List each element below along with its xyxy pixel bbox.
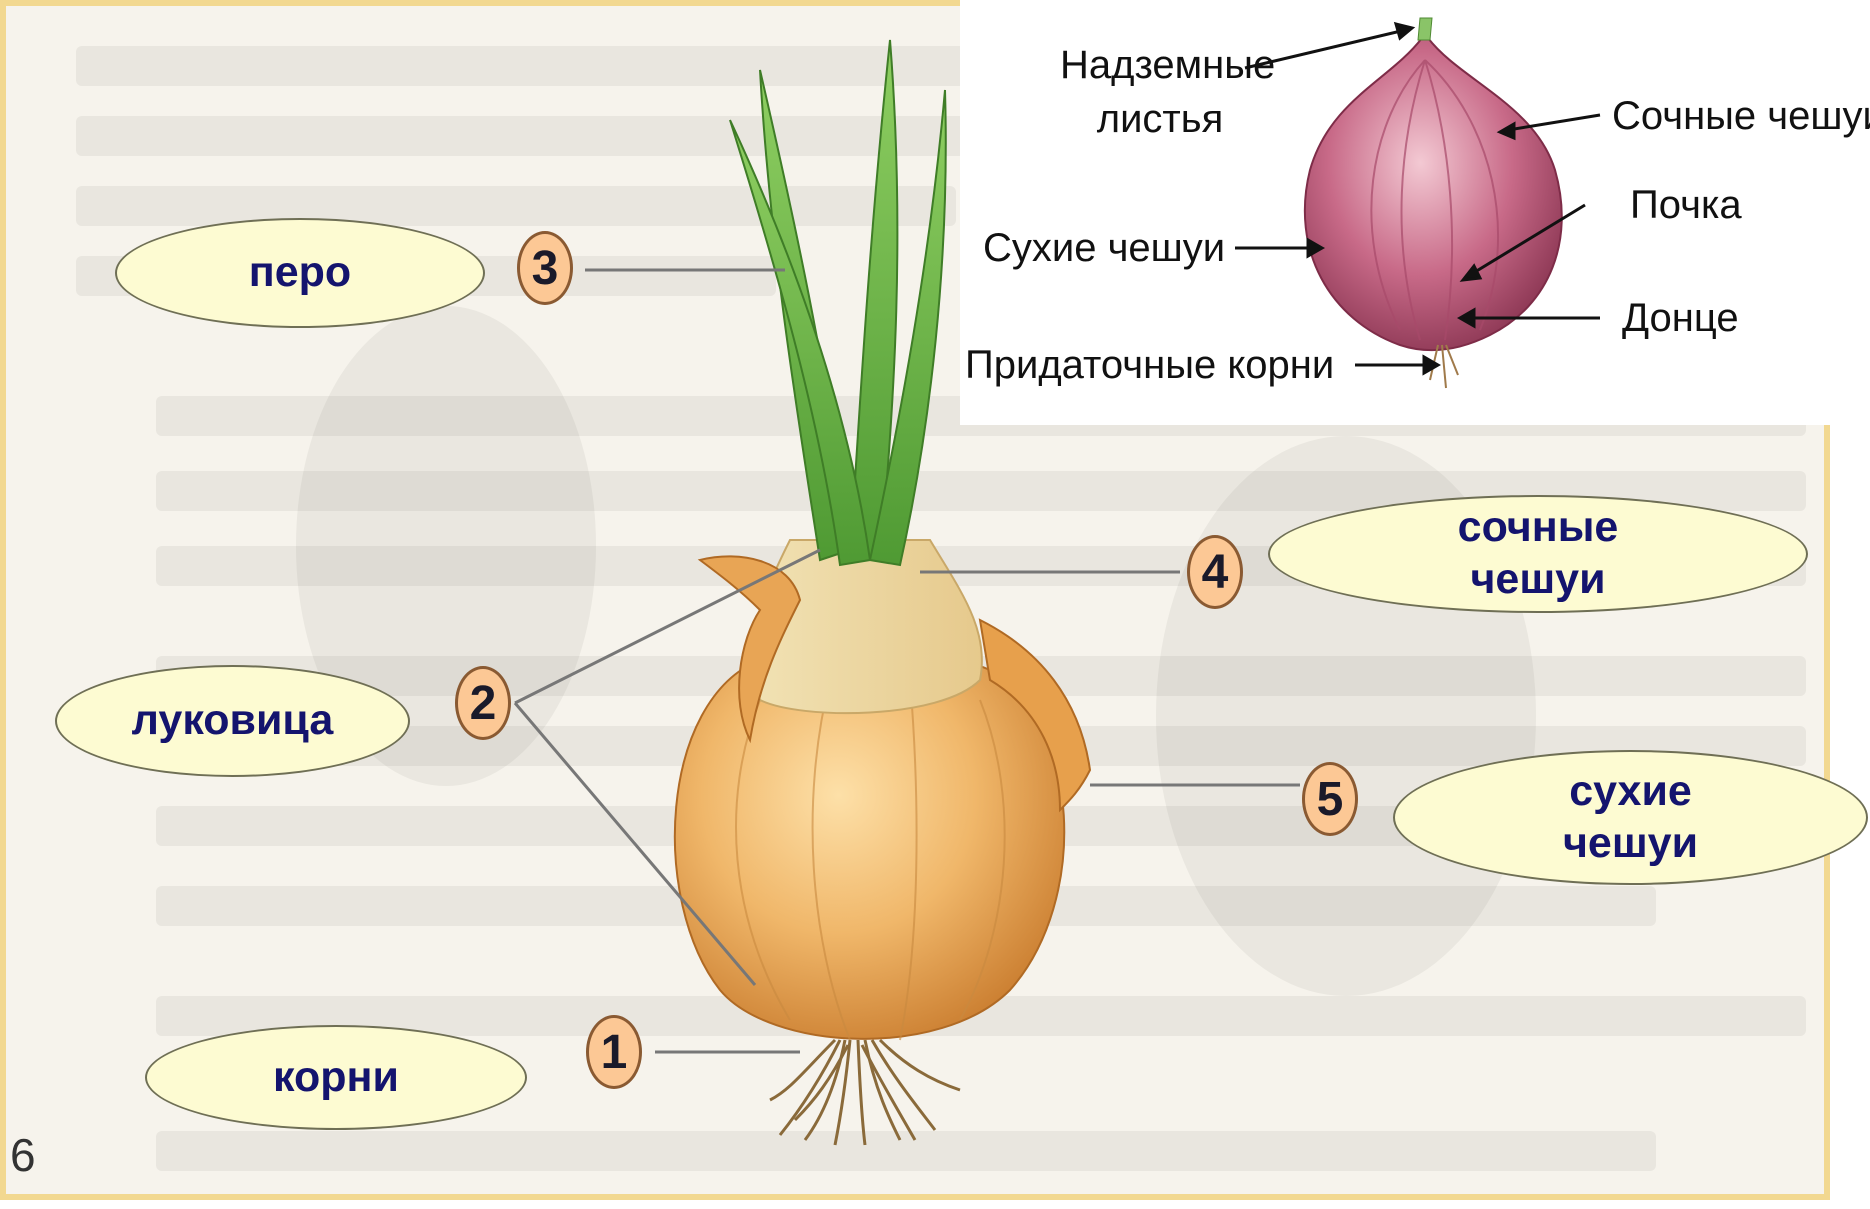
- number-badge-4: 4: [1187, 535, 1243, 609]
- number-text-4: 4: [1202, 545, 1229, 600]
- label-text-lukovitsa: луковица: [132, 695, 334, 747]
- label-text-sochnye-cheshui: сочные чешуи: [1438, 502, 1638, 605]
- number-badge-2: 2: [455, 666, 511, 740]
- roots: [770, 1040, 960, 1145]
- label-bubble-sukhie-cheshui: сухие чешуи: [1393, 750, 1868, 885]
- page-number: 6: [10, 1128, 36, 1182]
- number-text-2: 2: [470, 676, 497, 731]
- label-text-sukhie-cheshui: сухие чешуи: [1556, 766, 1706, 869]
- number-badge-3: 3: [517, 231, 573, 305]
- label-bubble-korni: корни: [145, 1025, 527, 1130]
- number-text-1: 1: [601, 1025, 628, 1080]
- label-bubble-pero: перо: [115, 218, 485, 328]
- label-adventitious-roots: Придаточные корни: [965, 345, 1334, 385]
- number-badge-5: 5: [1302, 762, 1358, 836]
- label-bud: Почка: [1630, 185, 1742, 225]
- red-onion-sprout: [1418, 18, 1432, 40]
- red-onion-inset: Надземные листья Сочные чешуи Почка Сухи…: [960, 0, 1870, 425]
- number-badge-1: 1: [586, 1015, 642, 1089]
- number-text-5: 5: [1317, 772, 1344, 827]
- label-bubble-sochnye-cheshui: сочные чешуи: [1268, 495, 1808, 613]
- label-juicy-scales: Сочные чешуи: [1612, 96, 1870, 136]
- label-above-ground-leaves: Надземные листья: [1060, 38, 1260, 146]
- label-text-korni: корни: [273, 1052, 399, 1104]
- red-onion-body: [1305, 38, 1562, 350]
- label-basal-plate: Донце: [1622, 298, 1739, 338]
- number-text-3: 3: [532, 241, 559, 296]
- label-dry-scales: Сухие чешуи: [983, 228, 1225, 268]
- label-text-pero: перо: [249, 247, 351, 299]
- label-bubble-lukovitsa: луковица: [55, 665, 410, 777]
- green-leaves: [730, 40, 946, 565]
